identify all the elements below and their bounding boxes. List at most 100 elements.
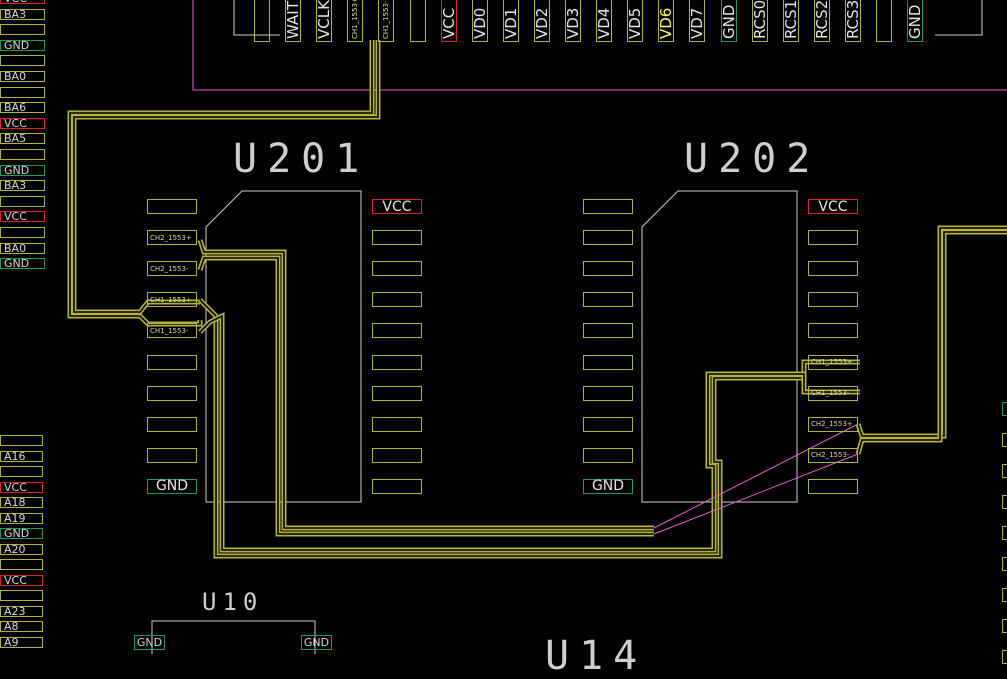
left-header-pad[interactable]: BA6 (0, 101, 45, 114)
u201-pad-right[interactable] (372, 478, 422, 494)
u201-pad-right[interactable] (372, 292, 422, 308)
u201-pad-right[interactable] (372, 323, 422, 339)
u202-pad-right[interactable] (808, 292, 858, 308)
left-header-pad[interactable]: A19 (0, 512, 43, 525)
u201-pad-left[interactable]: CH1_1553- (147, 323, 197, 339)
offscreen-pad[interactable] (1002, 588, 1007, 602)
offscreen-pad[interactable] (1002, 433, 1007, 447)
left-header-pad[interactable] (0, 559, 43, 570)
connector-pin[interactable]: GND (720, 0, 738, 42)
u202-pad-left[interactable] (583, 292, 633, 308)
offscreen-pad[interactable] (1002, 557, 1007, 571)
left-header-pad[interactable]: GND (0, 257, 45, 270)
left-header-pad[interactable]: VCC (0, 0, 45, 5)
left-header-pad[interactable] (0, 590, 43, 601)
offscreen-pad[interactable] (1002, 402, 1007, 416)
connector-pin[interactable]: VD3 (564, 0, 582, 42)
u202-pad-right[interactable] (808, 261, 858, 277)
connector-pin[interactable]: VD1 (502, 0, 520, 42)
left-header-pad[interactable] (0, 24, 45, 36)
left-header-pad[interactable]: A23 (0, 605, 43, 618)
u201-pad-right[interactable] (372, 447, 422, 463)
left-header-pad[interactable]: GND (0, 39, 45, 52)
offscreen-pad[interactable] (1002, 619, 1007, 633)
u202-pad-left[interactable] (583, 261, 633, 277)
u201-pad-right[interactable] (372, 385, 422, 401)
u201-pad-left[interactable] (147, 447, 197, 463)
left-header-pad[interactable]: BA0 (0, 242, 45, 255)
left-header-pad[interactable] (0, 149, 45, 160)
u202-pad-left[interactable] (583, 447, 633, 463)
left-header-pad[interactable] (0, 55, 45, 67)
u201-pad-right[interactable] (372, 230, 422, 246)
u202-pad-left[interactable] (583, 199, 633, 214)
connector-pin[interactable]: VD4 (595, 0, 613, 42)
connector-pin[interactable]: VD7 (688, 0, 706, 42)
left-header-pad[interactable]: A8 (0, 620, 43, 633)
connector-pin[interactable] (254, 0, 270, 42)
left-header-pad[interactable]: BA5 (0, 132, 45, 145)
left-header-pad[interactable] (0, 227, 45, 238)
left-header-pad[interactable]: BA3 (0, 179, 45, 192)
u201-pad-left[interactable] (147, 416, 197, 432)
connector-pin[interactable]: VD6 (657, 0, 675, 42)
left-header-pad[interactable]: GND (0, 164, 45, 177)
connector-pin[interactable]: GND (906, 0, 924, 42)
offscreen-pad[interactable] (1002, 464, 1007, 478)
connector-pin[interactable]: RCS3 (844, 0, 862, 42)
u10-pad[interactable]: GND (134, 635, 165, 650)
left-header-pad[interactable]: A18 (0, 496, 43, 509)
offscreen-pad[interactable] (1002, 650, 1007, 664)
connector-pin[interactable]: VCC (440, 0, 458, 42)
u202-pad-right[interactable]: CH1_1553+ (808, 354, 858, 370)
u202-pad-left[interactable] (583, 230, 633, 246)
u202-pad-right[interactable] (808, 323, 858, 339)
connector-pin[interactable]: WAIT (284, 0, 302, 42)
connector-pin[interactable]: RCS1 (782, 0, 800, 42)
u202-pad-left[interactable] (583, 323, 633, 339)
u202-pad-right[interactable]: CH2_1553- (808, 447, 858, 463)
left-header-pad[interactable]: A9 (0, 636, 43, 649)
u201-pad-left[interactable]: CH1_1553+ (147, 292, 197, 308)
u201-pad-right[interactable]: VCC (372, 199, 422, 215)
u202-pad-right[interactable] (808, 230, 858, 246)
left-header-pad[interactable]: BA3 (0, 8, 45, 21)
offscreen-pad[interactable] (1002, 526, 1007, 540)
u201-pad-left[interactable] (147, 354, 197, 370)
connector-pin[interactable]: RCS2 (813, 0, 831, 42)
u201-pad-right[interactable] (372, 261, 422, 277)
left-header-pad[interactable]: A16 (0, 450, 43, 463)
connector-pin[interactable]: CH1_1553+ (347, 0, 364, 42)
left-header-pad[interactable]: VCC (0, 117, 45, 130)
left-header-pad[interactable] (0, 466, 43, 477)
left-header-pad[interactable]: BA0 (0, 70, 45, 83)
u201-pad-left[interactable]: CH2_1553+ (147, 230, 197, 246)
u201-pad-left[interactable]: GND (147, 478, 197, 494)
u202-pad-right[interactable]: CH2_1553+ (808, 416, 858, 432)
u202-pad-left[interactable]: GND (583, 478, 633, 494)
connector-pin[interactable]: VD2 (533, 0, 551, 42)
u10-pad[interactable]: GND (301, 635, 332, 650)
left-header-pad[interactable] (0, 195, 45, 207)
left-header-pad[interactable] (0, 435, 43, 446)
left-header-pad[interactable]: VCC (0, 481, 43, 494)
u201-pad-left[interactable]: CH2_1553- (147, 261, 197, 277)
connector-pin[interactable] (409, 0, 426, 42)
connector-pin[interactable]: VD5 (626, 0, 644, 42)
left-header-pad[interactable]: VCC (0, 574, 43, 587)
u202-pad-right[interactable] (808, 478, 858, 494)
u201-pad-right[interactable] (372, 416, 422, 432)
connector-pin[interactable]: CH1_1553- (378, 0, 395, 42)
offscreen-pad[interactable] (1002, 495, 1007, 509)
connector-pin[interactable]: VD0 (471, 0, 489, 42)
connector-pin[interactable] (876, 0, 892, 42)
u201-pad-left[interactable] (147, 199, 197, 214)
left-header-pad[interactable] (0, 86, 45, 98)
u201-pad-left[interactable] (147, 385, 197, 401)
u202-pad-right[interactable]: CH1_1553- (808, 385, 858, 401)
connector-pin[interactable]: RCS0 (751, 0, 769, 42)
connector-pin[interactable]: VCLK4 (315, 0, 333, 42)
left-header-pad[interactable]: A20 (0, 543, 43, 556)
left-header-pad[interactable]: GND (0, 527, 43, 540)
